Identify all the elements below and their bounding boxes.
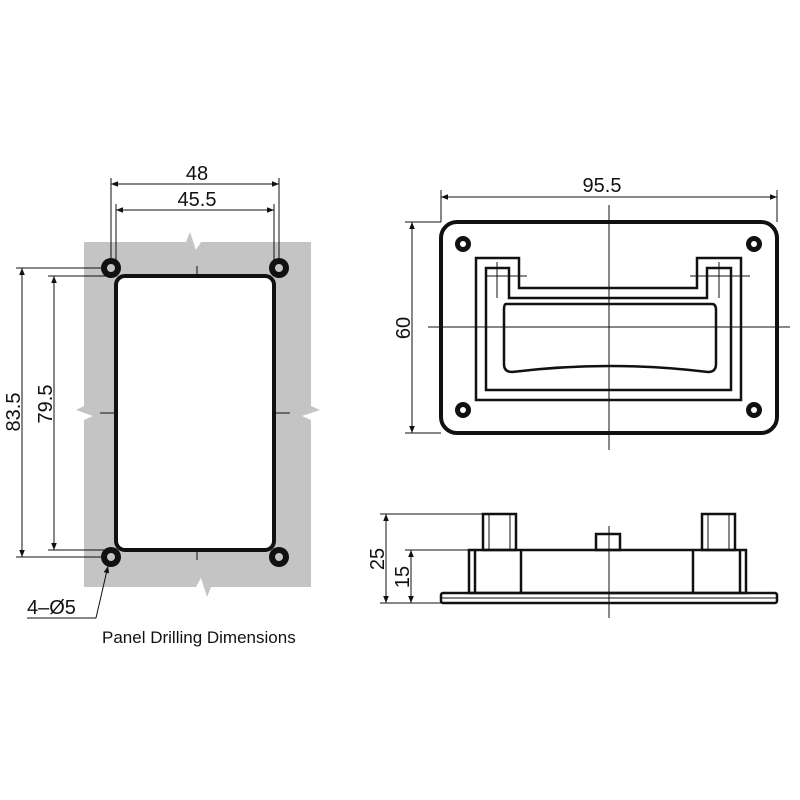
handle-grip — [502, 302, 718, 374]
dim-label-79-5: 79.5 — [35, 385, 57, 424]
dimension-front-width: 95.5 — [440, 175, 778, 222]
dim-label-15: 15 — [392, 566, 414, 588]
handle-recess — [474, 256, 743, 402]
side-post-left — [481, 512, 518, 552]
handle-body — [467, 548, 748, 595]
hole-callout: 4–Ø5 — [27, 565, 110, 619]
dim-label-95-5: 95.5 — [583, 175, 622, 197]
panel-caption: Panel Drilling Dimensions — [102, 628, 296, 647]
dimension-inner-width: 45.5 — [115, 189, 275, 276]
dim-label-45-5: 45.5 — [178, 189, 217, 211]
center-nub — [594, 532, 622, 552]
panel-cutout — [114, 274, 276, 552]
screw-icon — [455, 402, 471, 418]
mounting-hole — [269, 258, 289, 278]
mounting-hole — [269, 547, 289, 567]
panel-drilling-view: 48 45.5 83.5 79.5 4–Ø5 Panel D — [3, 163, 320, 647]
dim-label-holes: 4–Ø5 — [27, 597, 76, 619]
dimension-outer-width: 48 — [110, 163, 280, 258]
screw-icon — [746, 402, 762, 418]
side-post-right — [700, 512, 737, 552]
side-view: 25 15 — [367, 512, 779, 618]
dim-label-48: 48 — [186, 163, 208, 185]
dimension-front-height: 60 — [393, 221, 441, 434]
dimension-inner-height: 79.5 — [35, 275, 116, 551]
screw-icon — [746, 236, 762, 252]
dimension-outer-height: 83.5 — [3, 267, 101, 558]
front-view: 95.5 60 — [393, 175, 790, 450]
dim-label-25: 25 — [367, 548, 389, 570]
dim-label-60: 60 — [393, 317, 415, 339]
mounting-hole — [101, 258, 121, 278]
screw-icon — [455, 236, 471, 252]
mounting-hole — [101, 547, 121, 567]
dim-label-83-5: 83.5 — [3, 393, 25, 432]
dimension-side-base-height: 15 — [392, 549, 469, 603]
dimension-side-total-height: 25 — [367, 513, 483, 604]
